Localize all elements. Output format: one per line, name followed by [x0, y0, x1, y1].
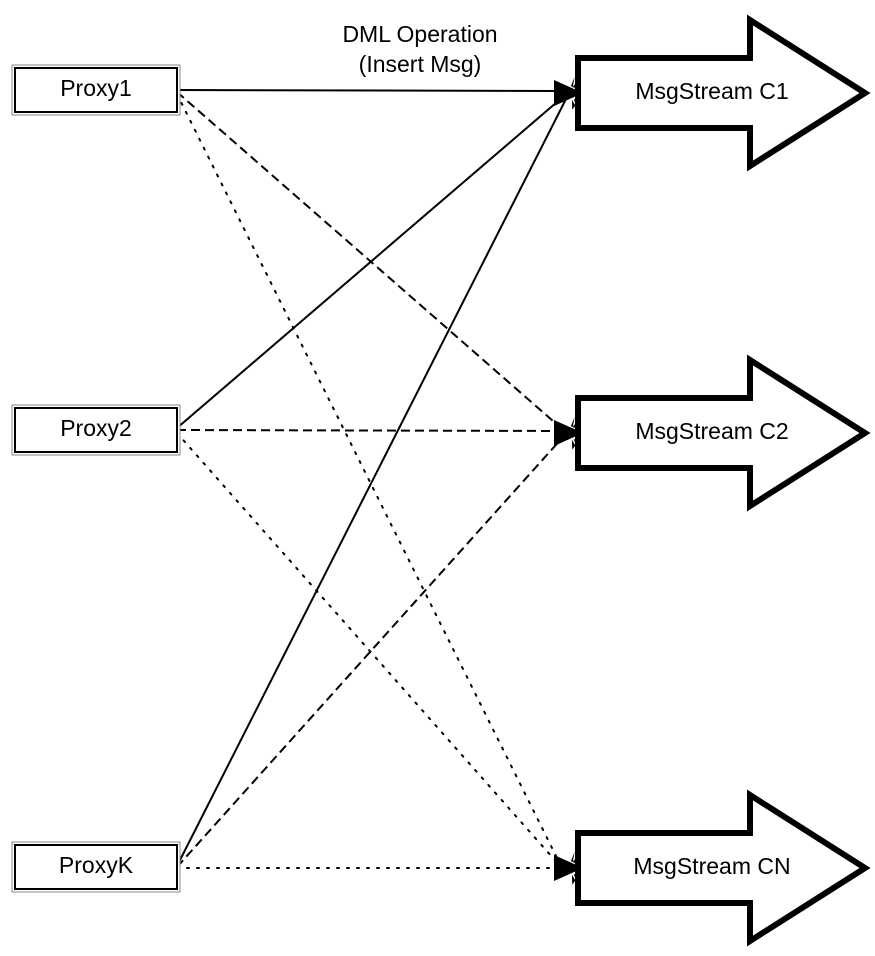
proxy-node-proxy2[interactable]: Proxy2 — [11, 404, 181, 456]
annotation-line-2: (Insert Msg) — [359, 51, 482, 77]
arrowhead-into-c1 — [554, 76, 585, 110]
proxy-box-border — [14, 67, 178, 113]
proxy-box-border — [14, 844, 178, 890]
proxy-node-proxyk[interactable]: ProxyK — [11, 841, 181, 893]
proxy-label: ProxyK — [59, 852, 134, 878]
proxy-label: Proxy1 — [60, 75, 132, 101]
msgstream-arrow-shape — [575, 354, 871, 512]
arrowheads-layer — [554, 76, 585, 885]
edge-annotation-dml-operation: DML Operation (Insert Msg) — [342, 21, 497, 77]
edge-proxy2-cn — [176, 432, 561, 867]
proxy-label: Proxy2 — [60, 415, 132, 441]
edge-proxy2-c1 — [176, 95, 565, 429]
edge-proxyk-c2 — [176, 436, 564, 868]
edges-layer — [176, 89, 567, 869]
edge-proxy2-c2 — [176, 429, 562, 432]
edge-proxy1-c2 — [176, 91, 562, 429]
msgstream-arrow-shape — [575, 789, 871, 947]
arrowhead-into-cn — [554, 851, 585, 885]
msgstream-label: MsgStream CN — [633, 853, 790, 879]
msgstream-label: MsgStream C1 — [635, 78, 788, 104]
edge-proxyk-c1 — [176, 98, 567, 867]
streams-layer: MsgStream C1 MsgStream C2 MsgStream CN — [575, 14, 871, 947]
edge-proxy1-cn — [176, 93, 561, 865]
msgstream-c1[interactable]: MsgStream C1 — [575, 14, 871, 172]
msgstream-label: MsgStream C2 — [635, 418, 788, 444]
edge-proxy1-c1 — [176, 89, 564, 92]
proxy-box-border — [14, 407, 178, 453]
msgstream-cn[interactable]: MsgStream CN — [575, 789, 871, 947]
msgstream-c2[interactable]: MsgStream C2 — [575, 354, 871, 512]
proxy-node-proxy1[interactable]: Proxy1 — [11, 64, 181, 116]
msgstream-arrow-shape — [575, 14, 871, 172]
arrowhead-into-c2 — [554, 416, 585, 450]
annotation-line-1: DML Operation — [342, 21, 497, 47]
